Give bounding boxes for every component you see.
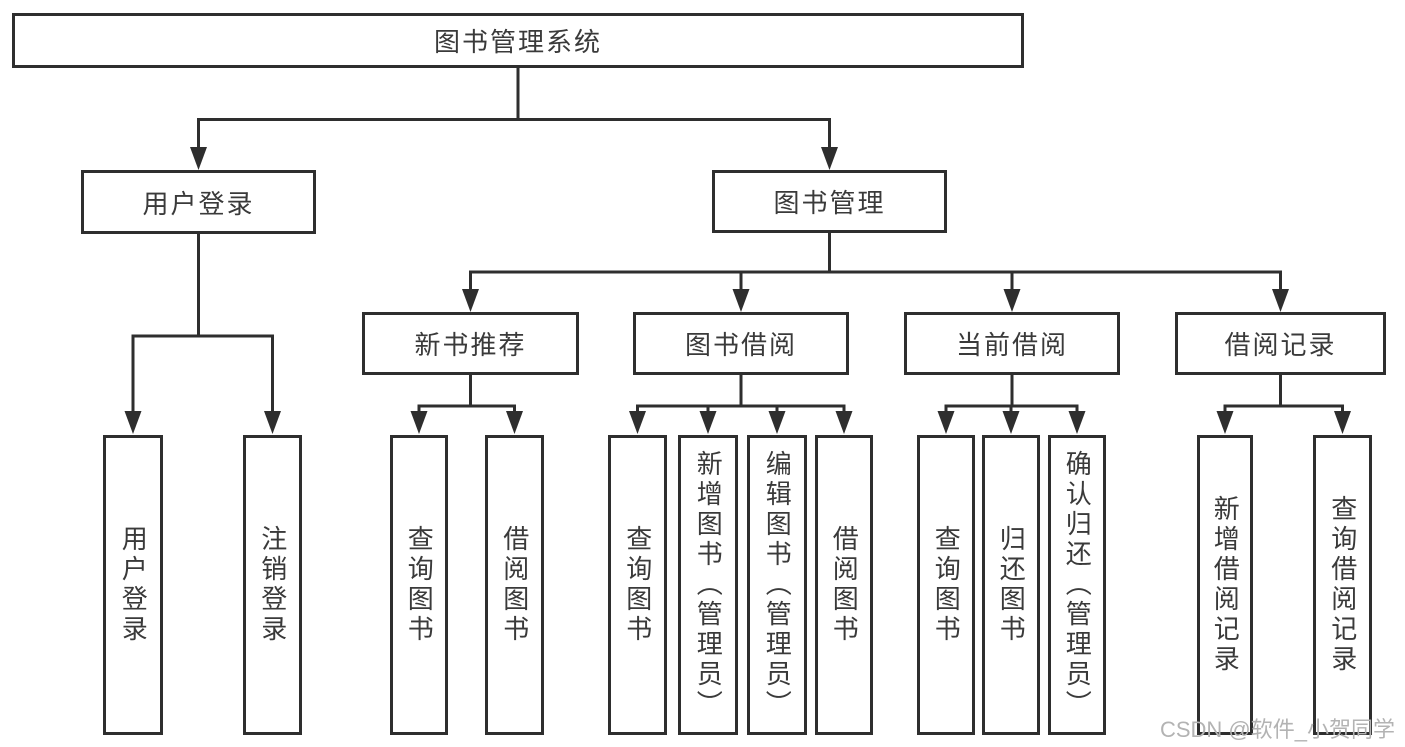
leaf-query-books-3: 查询图书 [917,435,975,735]
leaf-user-login: 用户登录 [103,435,163,735]
node-root: 图书管理系统 [12,13,1024,68]
leaf-return-books-label: 归还图书 [996,525,1027,645]
leaf-borrow-books-1-label: 借阅图书 [499,525,530,645]
node-book-management: 图书管理 [712,170,947,233]
leaf-user-login-label: 用户登录 [118,525,149,645]
leaf-query-books-2: 查询图书 [608,435,667,735]
node-current-borrowing-label: 当前借阅 [955,330,1068,360]
leaf-edit-book-admin-label: 编辑图书（管理员） [762,450,793,720]
leaf-confirm-return-admin: 确认归还（管理员） [1048,435,1106,735]
leaf-add-book-admin: 新增图书（管理员） [678,435,738,735]
leaf-logout-label: 注销登录 [257,525,288,645]
leaf-query-borrow-record: 查询借阅记录 [1313,435,1372,735]
leaf-borrow-books-2-label: 借阅图书 [829,525,860,645]
leaf-return-books: 归还图书 [982,435,1040,735]
leaf-query-books-1-label: 查询图书 [404,525,435,645]
leaf-edit-book-admin: 编辑图书（管理员） [747,435,807,735]
leaf-confirm-return-admin-label: 确认归还（管理员） [1062,450,1093,720]
node-root-label: 图书管理系统 [433,27,602,57]
node-book-management-label: 图书管理 [773,188,886,218]
node-user-login: 用户登录 [81,170,316,234]
leaf-query-borrow-record-label: 查询借阅记录 [1327,495,1358,675]
node-new-book-recommendation: 新书推荐 [362,312,579,375]
leaf-borrow-books-2: 借阅图书 [815,435,873,735]
leaf-add-borrow-record: 新增借阅记录 [1197,435,1253,735]
node-borrowing-records: 借阅记录 [1175,312,1386,375]
leaf-borrow-books-1: 借阅图书 [485,435,544,735]
leaf-logout: 注销登录 [243,435,302,735]
node-book-borrowing: 图书借阅 [633,312,849,375]
leaf-add-book-admin-label: 新增图书（管理员） [693,450,724,720]
node-current-borrowing: 当前借阅 [904,312,1120,375]
watermark: CSDN @软件_小贺同学 [1159,717,1395,742]
leaf-query-books-2-label: 查询图书 [622,525,653,645]
leaf-query-books-3-label: 查询图书 [931,525,962,645]
leaf-add-borrow-record-label: 新增借阅记录 [1210,495,1241,675]
leaf-query-books-1: 查询图书 [390,435,448,735]
node-book-borrowing-label: 图书借阅 [684,330,797,360]
node-user-login-label: 用户登录 [142,188,255,219]
node-new-book-recommendation-label: 新书推荐 [414,330,527,360]
node-borrowing-records-label: 借阅记录 [1224,330,1337,360]
